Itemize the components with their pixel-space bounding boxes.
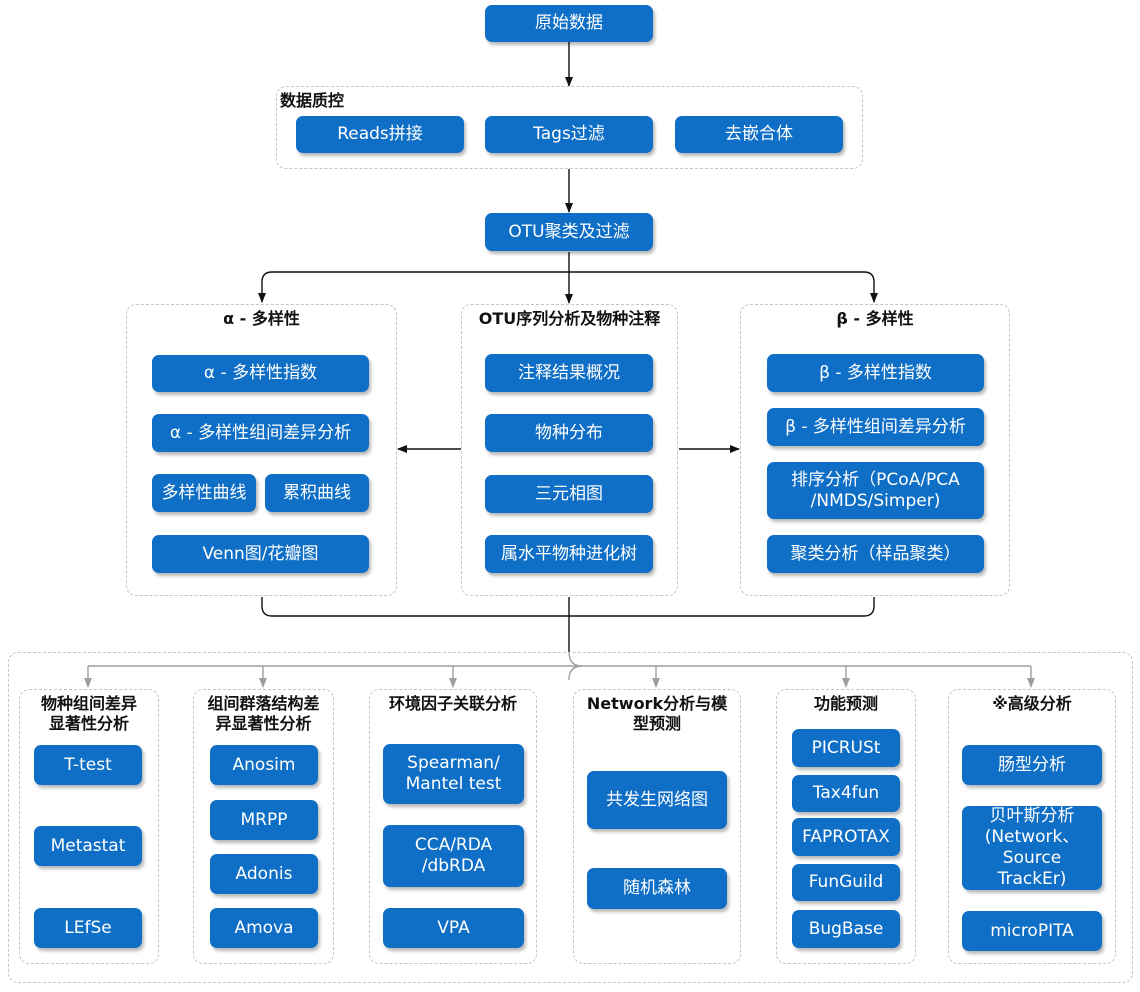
node-beta-group-diff[interactable]: β - 多样性组间差异分析: [767, 408, 984, 446]
node-t-test[interactable]: T-test: [34, 745, 142, 785]
node-enterotype-analysis[interactable]: 肠型分析: [962, 745, 1102, 785]
group-title-otu-annotation: OTU序列分析及物种注释: [478, 309, 661, 328]
group-title-env-factor: 环境因子关联分析: [388, 694, 517, 713]
node-sample-clustering[interactable]: 聚类分析（样品聚类）: [767, 535, 984, 573]
node-raw-data[interactable]: 原始数据: [485, 5, 653, 42]
node-alpha-index[interactable]: α - 多样性指数: [152, 355, 369, 392]
node-faprotax[interactable]: FAPROTAX: [792, 818, 900, 856]
node-beta-index[interactable]: β - 多样性指数: [767, 354, 984, 392]
node-tags-filter[interactable]: Tags过滤: [485, 116, 653, 153]
node-species-distribution[interactable]: 物种分布: [485, 414, 653, 452]
group-title-community-diff: 组间群落结构差 异显著性分析: [207, 694, 320, 733]
node-metastat[interactable]: Metastat: [34, 826, 142, 866]
node-cooccurrence-network[interactable]: 共发生网络图: [587, 771, 727, 829]
group-title-alpha-diversity: α - 多样性: [223, 309, 300, 328]
node-bayesian-analysis[interactable]: 贝叶斯分析 (Network、 Source TrackEr): [962, 806, 1102, 890]
node-venn-petal[interactable]: Venn图/花瓣图: [152, 535, 369, 573]
node-otu-clustering[interactable]: OTU聚类及过滤: [485, 213, 653, 251]
node-adonis[interactable]: Adonis: [210, 854, 318, 894]
group-title-beta-diversity: β - 多样性: [836, 309, 914, 328]
node-chimera-removal[interactable]: 去嵌合体: [675, 116, 843, 153]
node-reads-merge[interactable]: Reads拼接: [296, 116, 464, 153]
merge-bracket: [261, 597, 875, 617]
node-micropita[interactable]: microPITA: [962, 911, 1102, 951]
node-cca-rda[interactable]: CCA/RDA /dbRDA: [383, 825, 524, 887]
group-title-data-qc: 数据质控: [280, 91, 345, 110]
arrow-otu-to-alpha: [258, 271, 569, 303]
arrow-otu-to-beta: [569, 271, 878, 303]
node-bugbase[interactable]: BugBase: [792, 910, 900, 948]
node-annotation-overview[interactable]: 注释结果概况: [485, 354, 653, 392]
node-amova[interactable]: Amova: [210, 908, 318, 948]
group-title-species-diff: 物种组间差异 显著性分析: [40, 694, 137, 733]
group-title-function-prediction: 功能预测: [813, 694, 878, 713]
node-ordination-analysis[interactable]: 排序分析（PCoA/PCA /NMDS/Simper): [767, 462, 984, 519]
node-funguild[interactable]: FunGuild: [792, 864, 900, 901]
node-alpha-group-diff[interactable]: α - 多样性组间差异分析: [152, 414, 369, 452]
node-vpa[interactable]: VPA: [383, 908, 524, 948]
node-mrpp[interactable]: MRPP: [210, 800, 318, 840]
node-genus-phylo-tree[interactable]: 属水平物种进化树: [485, 535, 653, 573]
node-ternary-plot[interactable]: 三元相图: [485, 475, 653, 513]
node-spearman-mantel[interactable]: Spearman/ Mantel test: [383, 744, 524, 804]
node-tax4fun[interactable]: Tax4fun: [792, 775, 900, 812]
group-title-network: Network分析与模 型预测: [586, 694, 728, 733]
node-accumulation-curve[interactable]: 累积曲线: [265, 474, 369, 512]
node-lefse[interactable]: LEfSe: [34, 908, 142, 948]
node-anosim[interactable]: Anosim: [210, 745, 318, 785]
node-picrust[interactable]: PICRUSt: [792, 729, 900, 767]
node-diversity-curve[interactable]: 多样性曲线: [152, 474, 256, 512]
node-random-forest[interactable]: 随机森林: [587, 868, 727, 909]
group-title-advanced-analysis: ※高级分析: [992, 694, 1072, 713]
